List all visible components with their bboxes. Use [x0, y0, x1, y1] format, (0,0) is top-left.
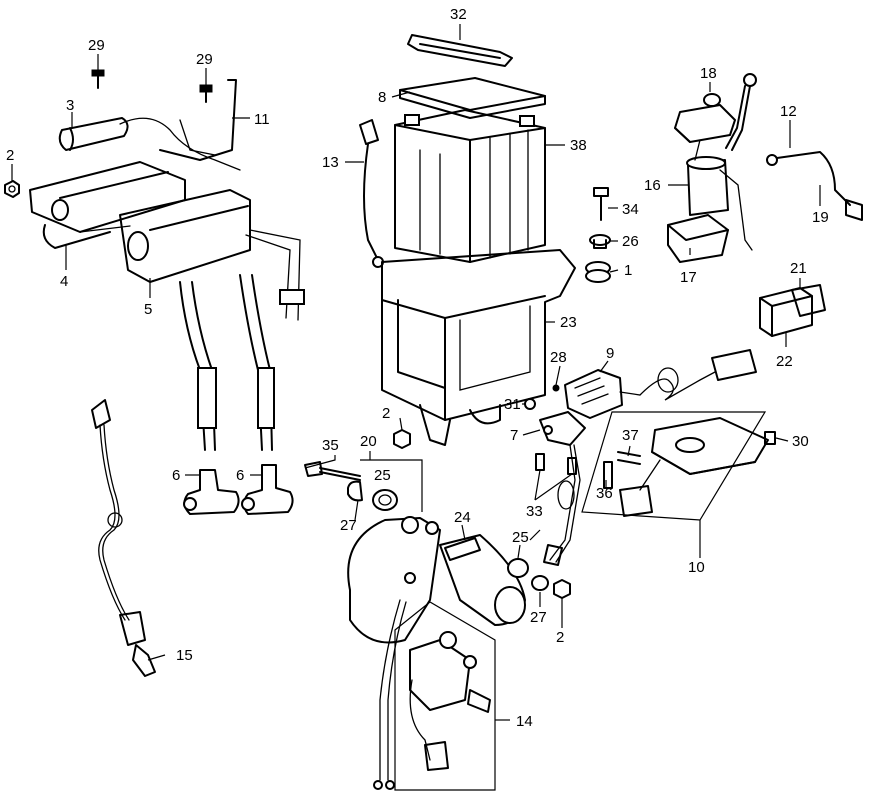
regulator-rectifier: [564, 349, 757, 419]
nut-2-left: [4, 180, 20, 198]
callout-30: 30: [792, 433, 809, 450]
bolt-30: [764, 431, 776, 445]
spark-unit: [619, 417, 769, 517]
callout-29-right: 29: [196, 51, 213, 68]
callout-26: 26: [622, 233, 639, 250]
callout-12: 12: [780, 103, 797, 120]
battery-vent-tube: [359, 119, 384, 268]
callout-3: 3: [66, 97, 74, 114]
callouts: 2 3 29 29 11 4 5 6 6 15 13 32 8 38 23 28…: [6, 6, 829, 730]
collar-36-37: [603, 451, 641, 489]
collar-26: [589, 234, 611, 249]
starter-leads: [373, 599, 407, 790]
relay-rubber-21: [791, 284, 826, 317]
pulse-generator: [539, 411, 586, 566]
ignition-coil-front: [119, 189, 305, 321]
callout-32: 32: [450, 6, 467, 23]
starter-bolt-35: [304, 461, 361, 481]
spark-plug-caps: [183, 464, 294, 515]
starter-motor-case: [439, 534, 526, 626]
callout-14: 14: [516, 713, 533, 730]
battery: [394, 109, 546, 263]
callout-33: 33: [526, 503, 543, 520]
callout-19: 19: [812, 209, 829, 226]
oil-seal-25: [372, 489, 529, 578]
callout-37: 37: [622, 427, 639, 444]
starter-relay: [686, 139, 753, 251]
starter-kit-bracket: [360, 459, 423, 512]
relay-rubber-mount: [667, 214, 729, 263]
callout-4: 4: [60, 273, 68, 290]
callout-28: 28: [550, 349, 567, 366]
callout-22: 22: [776, 353, 793, 370]
callout-17: 17: [680, 269, 697, 286]
callout-21: 21: [790, 260, 807, 277]
callout-2-bottom: 2: [556, 629, 564, 646]
callout-15: 15: [176, 647, 193, 664]
grommet-1: [585, 261, 611, 283]
callout-36: 36: [596, 485, 613, 502]
ground-cable-19: [766, 151, 863, 221]
starter-relay-cap: [674, 104, 736, 143]
callout-29-left: 29: [88, 37, 105, 54]
starter-motor-front-cover: [347, 516, 441, 644]
bolt-34: [593, 187, 609, 221]
callout-7: 7: [510, 427, 518, 444]
callout-8: 8: [378, 89, 386, 106]
callout-10: 10: [688, 559, 705, 576]
callout-27-left: 27: [340, 517, 357, 534]
bolts-29: [91, 69, 213, 103]
battery-cable: [725, 73, 757, 151]
brush-holder-assembly: [394, 601, 496, 791]
battery-case: [381, 249, 576, 446]
high-tension-leads: [179, 274, 275, 451]
callout-6-right: 6: [236, 467, 244, 484]
washer-28: [552, 384, 560, 392]
callout-27-right: 27: [530, 609, 547, 626]
callout-31: 31: [504, 396, 521, 413]
callout-9: 9: [606, 345, 614, 362]
callout-18: 18: [700, 65, 717, 82]
callout-25-left: 25: [374, 467, 391, 484]
callout-20: 20: [360, 433, 377, 450]
callout-34: 34: [622, 201, 639, 218]
o-ring-27b: [531, 575, 549, 591]
callout-13: 13: [322, 154, 339, 171]
callout-5: 5: [144, 301, 152, 318]
neutral-switch-wire: [91, 399, 156, 677]
relay-terminal-cap: [703, 93, 721, 107]
callout-38: 38: [570, 137, 587, 154]
washer-31: [524, 398, 536, 410]
battery-band: [407, 34, 513, 67]
callout-11: 11: [254, 111, 270, 128]
callout-2-left: 2: [6, 147, 14, 164]
o-ring-27: [347, 480, 363, 502]
condenser-part: [58, 117, 241, 171]
leader-lines: [11, 24, 821, 721]
callout-23: 23: [560, 314, 577, 331]
screw-33: [535, 453, 577, 475]
callout-6-left: 6: [172, 467, 180, 484]
callout-1: 1: [624, 262, 632, 279]
callout-16: 16: [644, 177, 661, 194]
spark-unit-bracket: [581, 411, 767, 521]
wire-harness-11: [159, 79, 237, 161]
callout-25-right: 25: [512, 529, 529, 546]
callout-35: 35: [322, 437, 339, 454]
callout-24: 24: [454, 509, 471, 526]
callout-2-top: 2: [382, 405, 390, 422]
turn-signal-relay: [759, 287, 813, 337]
